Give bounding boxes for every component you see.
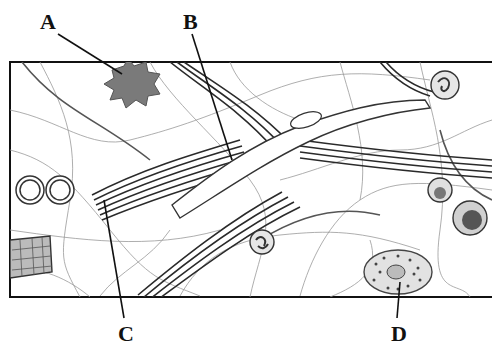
part-letter: A [38, 10, 58, 34]
leader-lines [58, 34, 400, 318]
fibroblast-nucleus [289, 108, 324, 131]
mast-cell [364, 250, 432, 294]
part-letter: D [389, 322, 409, 346]
red-blood-cells [16, 176, 74, 204]
part-letter: B [181, 10, 200, 34]
reticular-fibers [10, 62, 492, 297]
elastic-fibers [22, 62, 492, 240]
part-letter: C [116, 322, 136, 346]
capillary [10, 236, 52, 278]
collagen-fibers [92, 62, 492, 297]
tissue-frame [10, 62, 492, 297]
white-blood-cells [250, 71, 487, 254]
fibroblast [172, 100, 430, 218]
